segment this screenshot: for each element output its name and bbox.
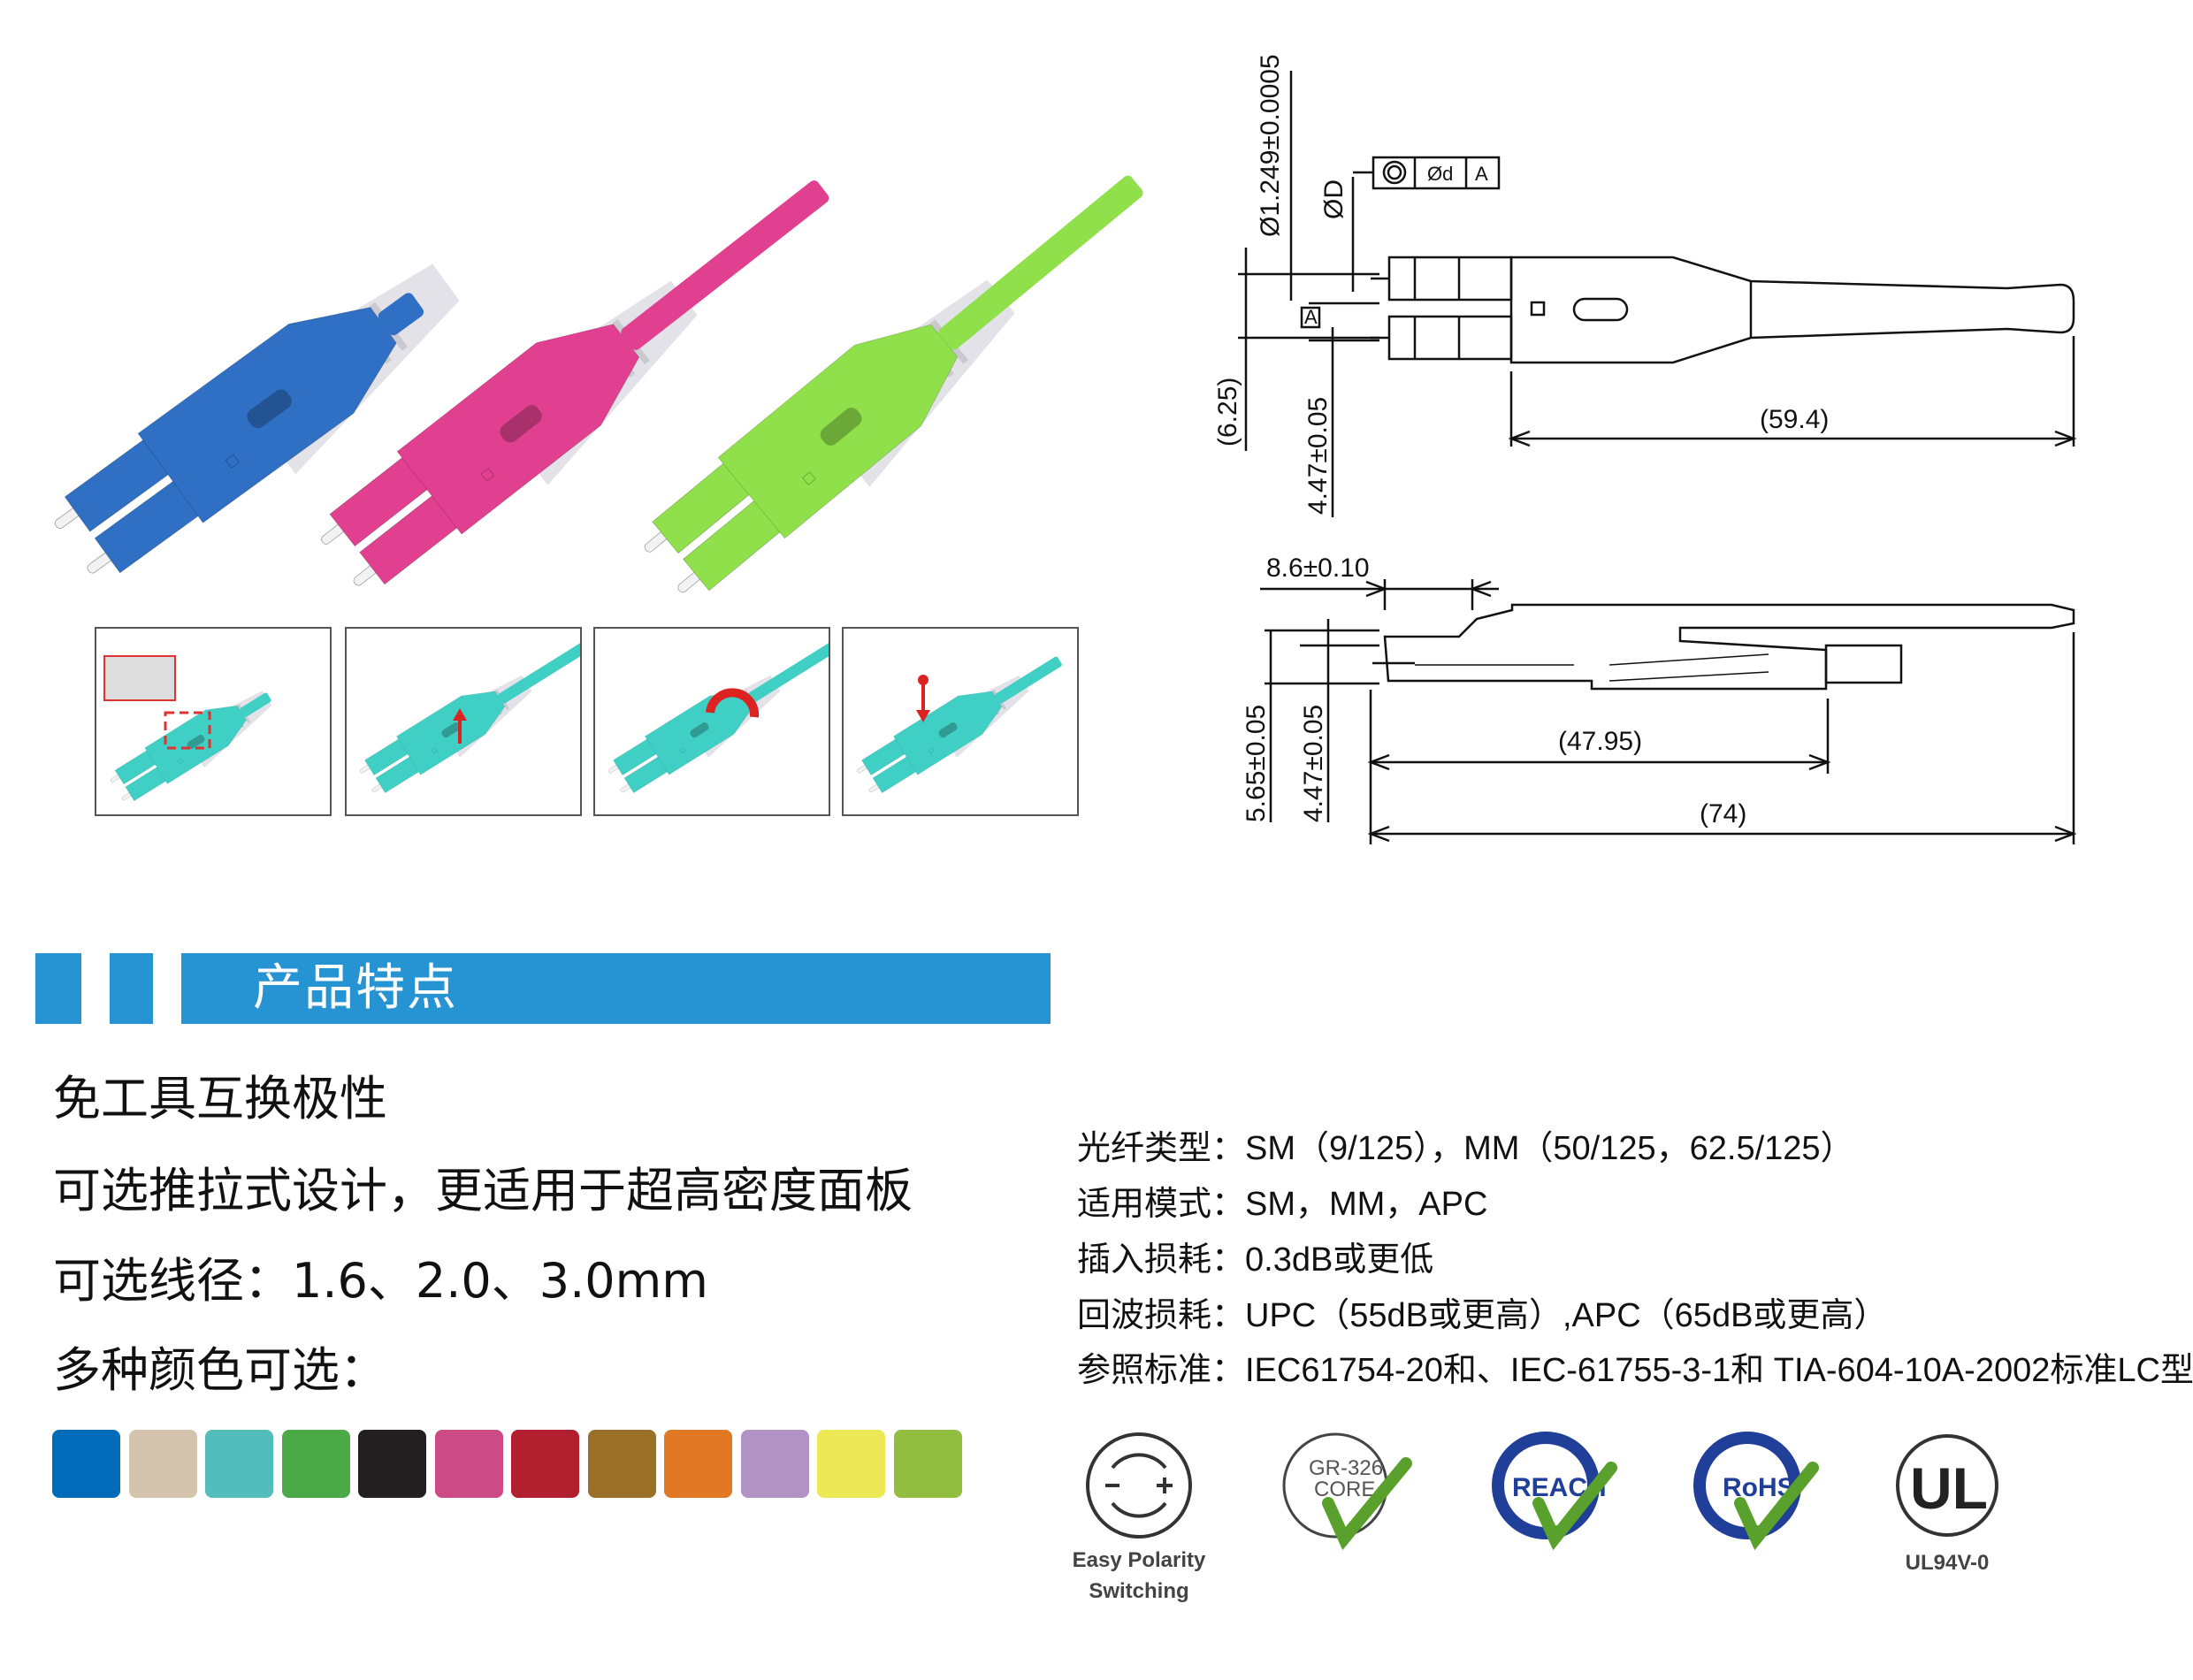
technical-drawing-top-labels: Ø1.249±0.0005 ØD Ød A A (6.25) 4.47±0.05… — [1213, 54, 1829, 515]
polarity-step-1-image — [95, 627, 332, 816]
svg-text:GR-326: GR-326 — [1309, 1456, 1383, 1480]
color-swatch — [893, 1430, 962, 1498]
dim-length-side-total: (74) — [1700, 799, 1746, 829]
feature-item: 多种颜色可选： — [53, 1342, 387, 1398]
header-block-1 — [35, 953, 81, 1024]
color-swatch — [358, 1430, 426, 1498]
gr326-core-icon: GR-326 CORE — [1282, 1432, 1412, 1551]
dim-offset-side: 8.6±0.10 — [1266, 554, 1370, 583]
datum-a: A — [1304, 306, 1318, 328]
dim-ferrule-diameter: Ø1.249±0.0005 — [1256, 54, 1285, 237]
dim-height-top: 4.47±0.05 — [1303, 397, 1333, 515]
spec-standards: 参照标准：IEC61754-20和、IEC-61755-3-1和 TIA-604… — [1077, 1352, 2193, 1389]
rohs-icon: RoHS — [1693, 1432, 1819, 1551]
feature-item: 免工具互换极性 — [53, 1071, 387, 1126]
spec-mode: 适用模式：SM，MM，APC — [1077, 1186, 1488, 1223]
color-swatch — [664, 1430, 732, 1498]
feature-item: 可选线径：1.6、2.0、3.0mm — [53, 1253, 708, 1309]
svg-text:UL: UL — [1910, 1455, 1988, 1521]
polarity-step-3-image — [593, 627, 830, 816]
features-title: 产品特点 — [253, 959, 458, 1017]
technical-drawing-side — [1260, 579, 2077, 844]
dim-height-side-b: 4.47±0.05 — [1299, 705, 1328, 822]
features-header-bar — [181, 953, 1051, 1024]
dim-length-top: (59.4) — [1760, 405, 1829, 434]
ul-label: UL94V-0 — [1905, 1551, 1990, 1575]
polarity-label-line1: Easy Polarity — [1072, 1548, 1206, 1572]
color-swatch — [817, 1430, 885, 1498]
spec-insertion-loss: 插入损耗：0.3dB或更低 — [1077, 1241, 1434, 1279]
dim-length-side-mid: (47.95) — [1558, 727, 1642, 756]
svg-text:CORE: CORE — [1314, 1478, 1375, 1501]
color-swatch — [511, 1430, 579, 1498]
feature-item: 可选推拉式设计，更适用于超高密度面板 — [53, 1163, 913, 1218]
fcf-datum: A — [1475, 163, 1488, 185]
color-swatch — [205, 1430, 273, 1498]
dim-phi-d: ØD — [1319, 179, 1349, 219]
technical-drawing-top — [1238, 71, 2077, 517]
color-swatch — [281, 1430, 350, 1498]
polarity-label-line2: Switching — [1089, 1579, 1189, 1603]
color-swatch — [740, 1430, 809, 1498]
technical-drawing-side-labels: 8.6±0.10 5.65±0.05 4.47±0.05 (47.95) (74… — [1242, 554, 1746, 829]
reach-icon: REACH — [1492, 1432, 1617, 1551]
spec-fiber-type: 光纤类型：SM（9/125），MM（50/125，62.5/125） — [1077, 1130, 1854, 1167]
dim-height-side-a: 5.65±0.05 — [1242, 705, 1271, 822]
polarity-step-4-image — [842, 627, 1079, 816]
easy-polarity-icon — [1086, 1432, 1192, 1539]
color-swatch — [128, 1430, 197, 1498]
dim-pitch: (6.25) — [1213, 378, 1242, 447]
color-swatch — [52, 1430, 120, 1498]
spec-return-loss: 回波损耗：UPC（55dB或更高）,APC（65dB或更高） — [1077, 1297, 1888, 1334]
color-swatch — [587, 1430, 656, 1498]
header-block-2 — [110, 953, 153, 1024]
connector-image-pink — [306, 145, 863, 616]
ul-icon: UL — [1896, 1434, 1998, 1537]
color-swatch — [434, 1430, 503, 1498]
polarity-step-2-image — [345, 627, 582, 816]
fcf-diameter: Ød — [1427, 163, 1453, 185]
connector-image-green — [629, 141, 1179, 623]
